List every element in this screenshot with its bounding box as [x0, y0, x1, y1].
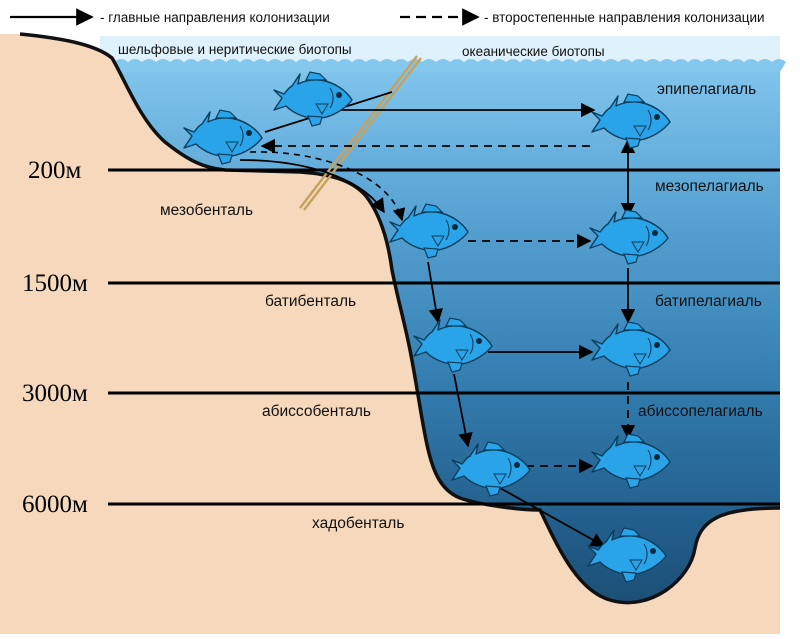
- depth-label-6000: 6000м: [22, 491, 88, 518]
- biotope-boundary-pole: [299, 55, 422, 211]
- zone-label-bathypelagial: батипелагиаль: [655, 293, 762, 310]
- surface-waves: [100, 36, 786, 72]
- depth-label-3000: 3000м: [22, 380, 88, 407]
- oceanic-biotope-label: океанические биотопы: [462, 44, 605, 59]
- zone-label-epipelagial: эпипелагиаль: [657, 81, 756, 98]
- zone-label-mesopelagial: мезопелагиаль: [655, 178, 764, 195]
- legend: - главные направления колонизации - втор…: [10, 8, 765, 26]
- coastline: [19, 32, 781, 605]
- depth-lines: [108, 168, 780, 506]
- zone-label-abyssopelagial: абиссопелагиаль: [638, 403, 763, 420]
- zone-label-hadobenthal: хадобенталь: [312, 515, 404, 532]
- zone-label-abyssobenthal: абиссобенталь: [262, 403, 371, 420]
- zone-label-mesobenthal: мезобенталь: [160, 202, 253, 219]
- legend-secondary-label: - второстепенные направления колонизации: [484, 10, 765, 25]
- depth-label-200: 200м: [28, 157, 82, 184]
- legend-main-label: - главные направления колонизации: [100, 10, 330, 25]
- depth-label-1500: 1500м: [22, 270, 88, 297]
- zone-label-bathybenthal: батибенталь: [265, 293, 356, 310]
- continental-land: [0, 34, 780, 634]
- colonization-arrows: [239, 91, 636, 547]
- shelf-biotope-label: шельфовые и неритические биотопы: [118, 42, 352, 57]
